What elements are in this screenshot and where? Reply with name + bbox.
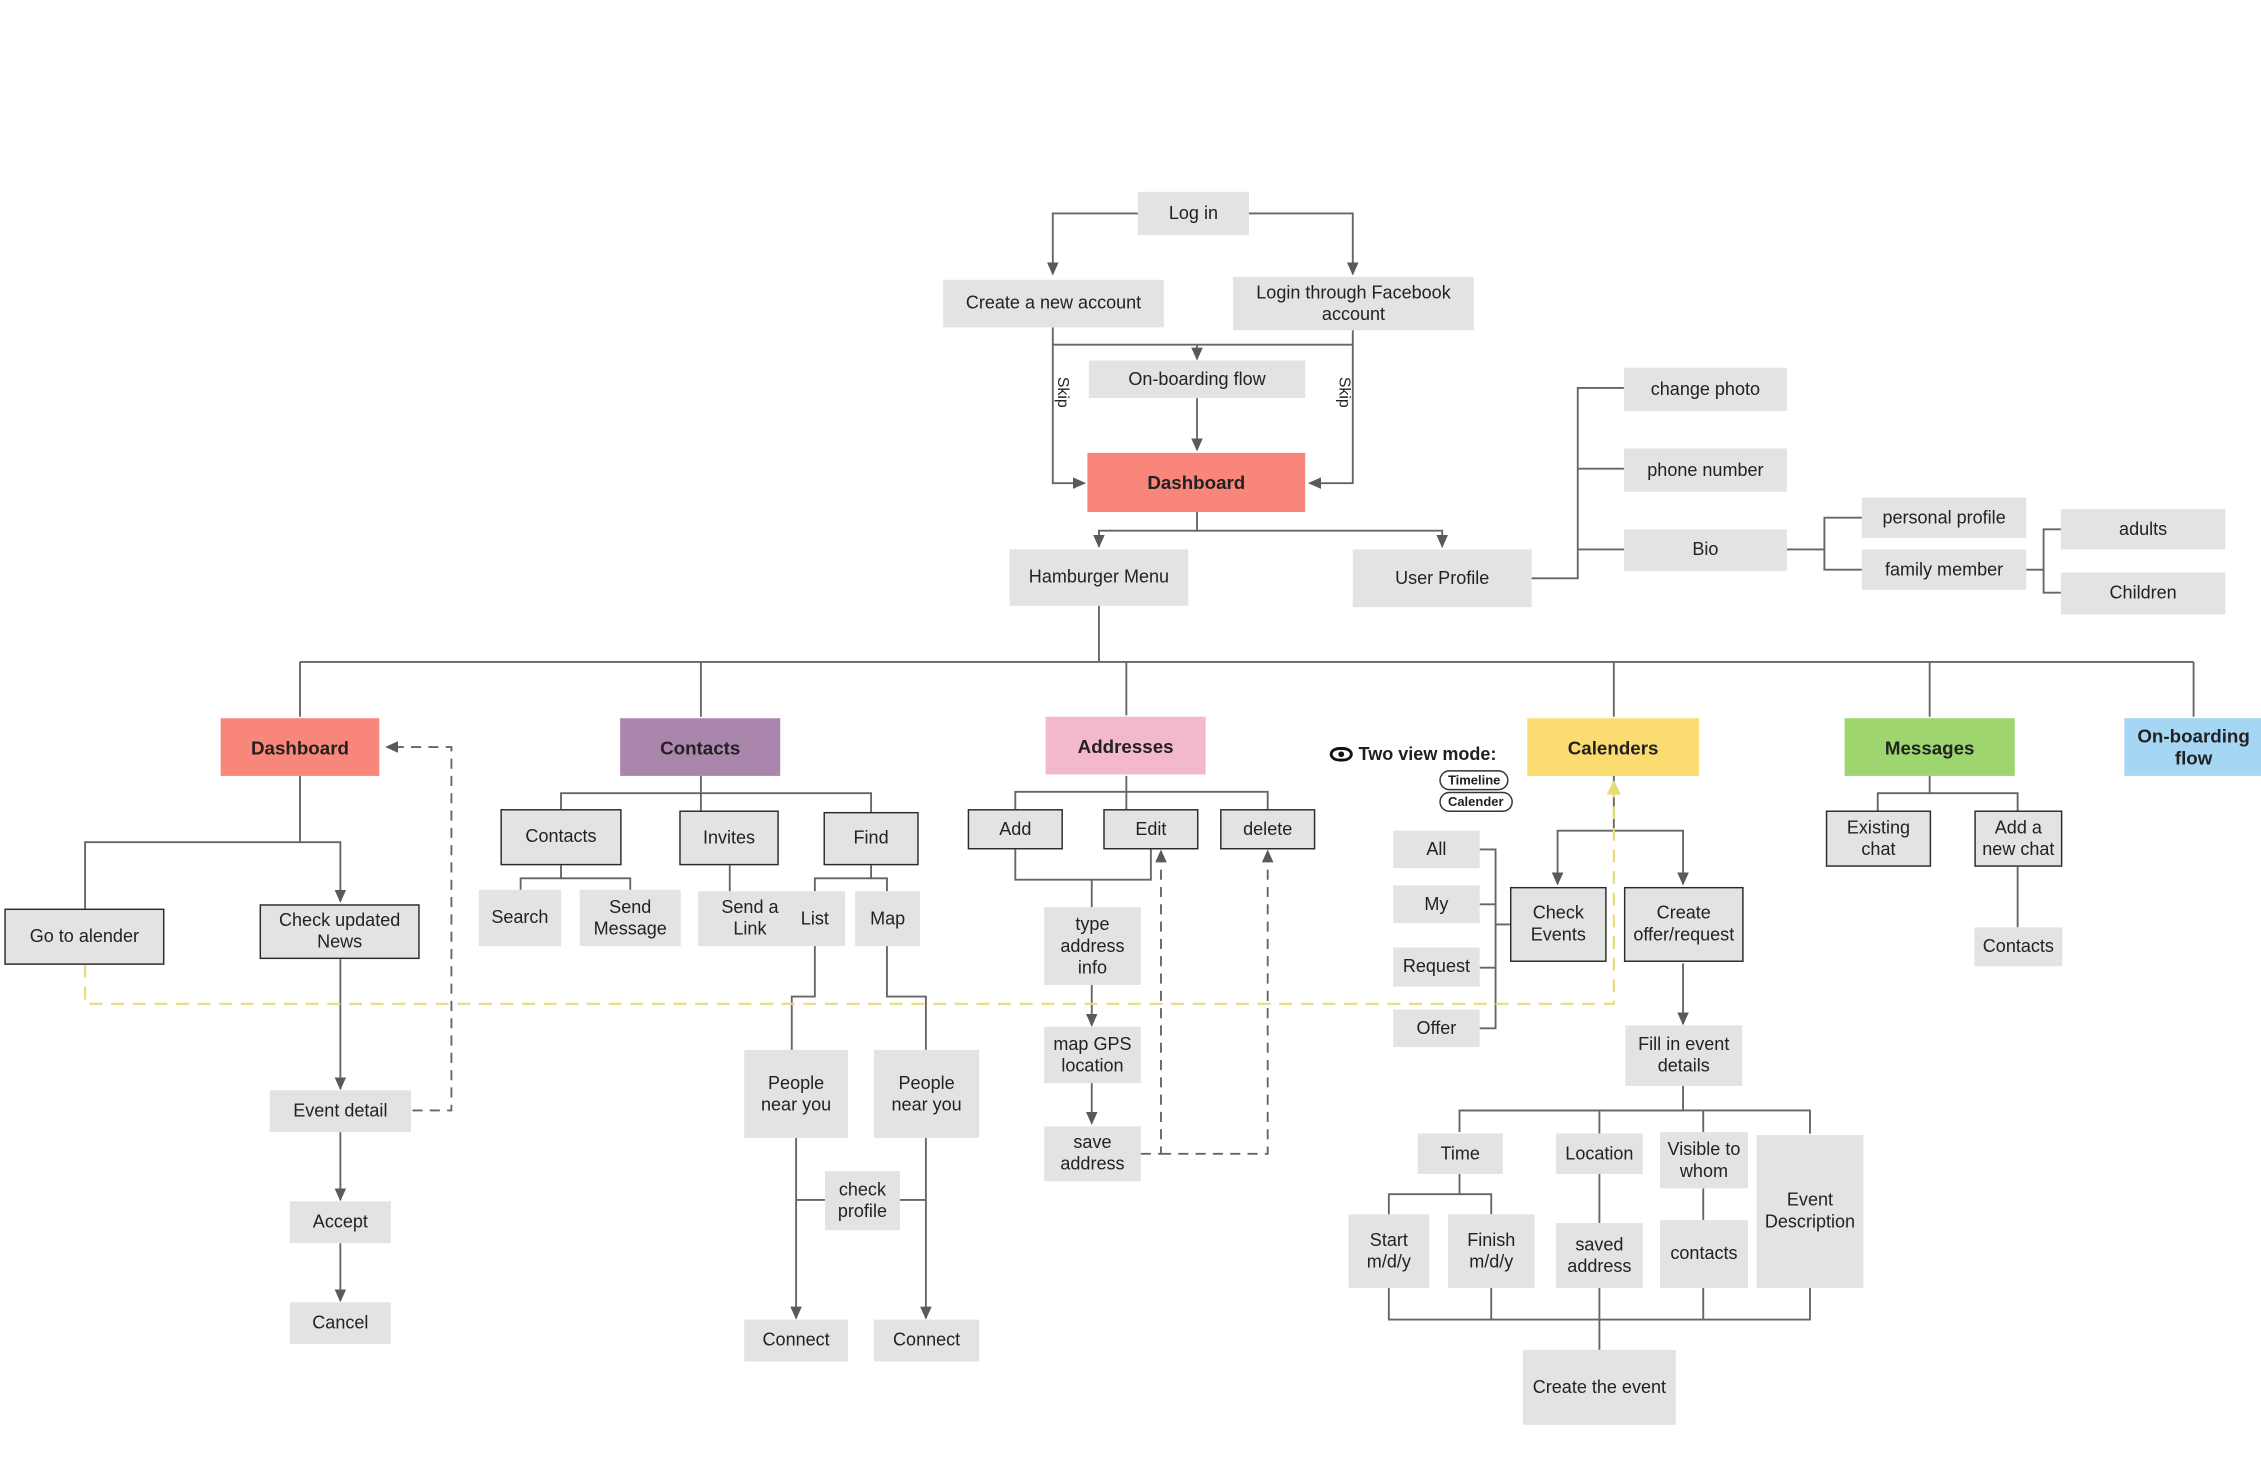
contacts-sub-node[interactable]: Contacts [500, 809, 622, 866]
family-member-node[interactable]: family member [1861, 549, 2027, 590]
log-in-node[interactable]: Log in [1137, 191, 1249, 236]
event-description-node[interactable]: Event Description [1756, 1135, 1864, 1288]
cancel-node[interactable]: Cancel [289, 1302, 391, 1345]
phone-number-node[interactable]: phone number [1623, 448, 1787, 492]
check-profile-node[interactable]: check profile [824, 1171, 900, 1231]
messages-section-header[interactable]: Messages [1844, 718, 2015, 776]
search-node[interactable]: Search [478, 889, 562, 947]
skip-label-left: Skip [1053, 376, 1072, 408]
delete-address-node[interactable]: delete [1220, 809, 1316, 850]
onboarding-section-header[interactable]: On-boarding flow [2124, 718, 2261, 776]
connect-node-1[interactable]: Connect [744, 1319, 849, 1362]
map-node[interactable]: Map [855, 891, 921, 947]
contacts-visibility-node[interactable]: contacts [1659, 1220, 1748, 1288]
contacts-section-header[interactable]: Contacts [620, 718, 781, 776]
find-node[interactable]: Find [823, 811, 919, 866]
create-event-node[interactable]: Create the event [1522, 1349, 1676, 1425]
edit-address-node[interactable]: Edit [1103, 809, 1199, 850]
check-events-node[interactable]: Check Events [1509, 886, 1607, 962]
people-near-you-map-node[interactable]: People near you [873, 1049, 980, 1138]
user-profile-node[interactable]: User Profile [1352, 549, 1532, 608]
two-view-mode-text: Two view mode: [1358, 744, 1497, 765]
invites-node[interactable]: Invites [679, 810, 779, 866]
type-address-info-node[interactable]: type address info [1044, 907, 1141, 986]
skip-label-right: Skip [1335, 376, 1353, 408]
people-near-you-list-node[interactable]: People near you [744, 1049, 849, 1138]
add-address-node[interactable]: Add [967, 809, 1063, 850]
existing-chat-node[interactable]: Existing chat [1825, 810, 1932, 867]
create-account-node[interactable]: Create a new account [943, 279, 1164, 328]
send-message-node[interactable]: Send Message [579, 889, 681, 947]
messages-contacts-node[interactable]: Contacts [1974, 927, 2063, 967]
filter-offer-node[interactable]: Offer [1393, 1009, 1480, 1048]
start-date-node[interactable]: Start m/d/y [1348, 1214, 1430, 1288]
map-gps-node[interactable]: map GPS location [1044, 1026, 1141, 1084]
list-node[interactable]: List [784, 891, 846, 947]
calender-tag[interactable]: Calender [1439, 791, 1513, 812]
accept-node[interactable]: Accept [289, 1201, 391, 1244]
saved-address-node[interactable]: saved address [1556, 1222, 1643, 1288]
calenders-section-header[interactable]: Calenders [1527, 718, 1699, 776]
bio-node[interactable]: Bio [1623, 529, 1787, 572]
event-detail-node[interactable]: Event detail [269, 1090, 412, 1133]
addresses-section-header[interactable]: Addresses [1045, 716, 1206, 775]
children-node[interactable]: Children [2060, 572, 2226, 615]
dashboard-main-node[interactable]: Dashboard [1087, 452, 1306, 512]
check-news-node[interactable]: Check updated News [259, 904, 420, 960]
filter-my-node[interactable]: My [1393, 885, 1480, 924]
filter-all-node[interactable]: All [1393, 830, 1480, 869]
connect-node-2[interactable]: Connect [873, 1319, 980, 1362]
visible-to-whom-node[interactable]: Visible to whom [1659, 1132, 1748, 1189]
add-new-chat-node[interactable]: Add a new chat [1974, 810, 2063, 867]
adults-node[interactable]: adults [2060, 509, 2226, 550]
eye-icon [1329, 747, 1353, 762]
onboarding-flow-node[interactable]: On-boarding flow [1088, 360, 1306, 399]
time-node[interactable]: Time [1417, 1133, 1503, 1174]
facebook-login-node[interactable]: Login through Facebook account [1233, 276, 1474, 331]
create-offer-request-node[interactable]: Create offer/request [1623, 886, 1744, 962]
change-photo-node[interactable]: change photo [1623, 367, 1787, 412]
save-address-node[interactable]: save address [1044, 1126, 1141, 1182]
timeline-tag[interactable]: Timeline [1439, 770, 1510, 791]
hamburger-menu-node[interactable]: Hamburger Menu [1009, 549, 1189, 606]
filter-request-node[interactable]: Request [1393, 947, 1480, 987]
go-to-calendar-node[interactable]: Go to alender [4, 908, 165, 965]
dashboard-section-header[interactable]: Dashboard [220, 718, 380, 776]
location-node[interactable]: Location [1556, 1133, 1643, 1174]
personal-profile-node[interactable]: personal profile [1861, 497, 2027, 538]
two-view-mode-label: Two view mode: [1329, 744, 1497, 765]
finish-date-node[interactable]: Finish m/d/y [1447, 1214, 1535, 1288]
fill-event-details-node[interactable]: Fill in event details [1625, 1025, 1743, 1086]
